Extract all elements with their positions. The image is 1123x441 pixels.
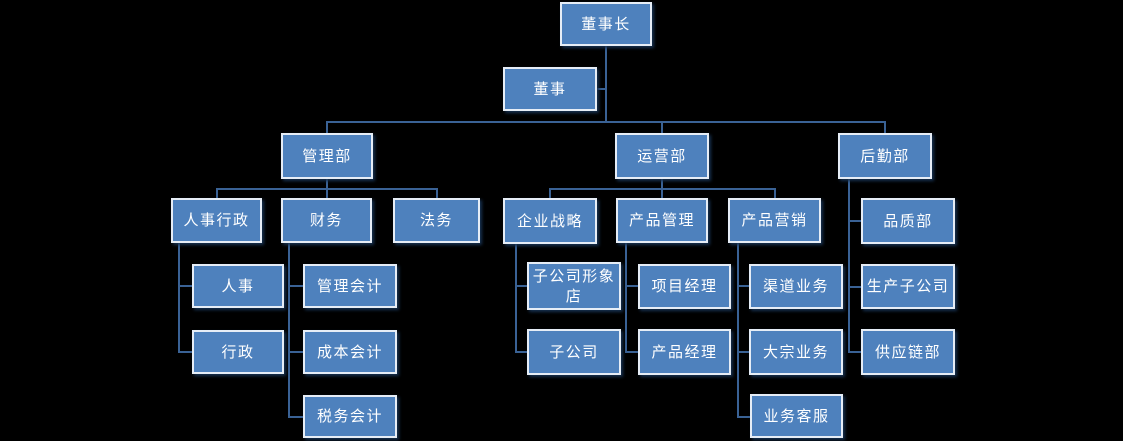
connector-stub-management [326, 121, 328, 133]
node-label: 项目经理 [651, 277, 718, 296]
node-subsidiary-flagship-store[interactable]: 子公司形象店 [527, 262, 621, 310]
connector-hr-admin-hang [178, 243, 180, 353]
node-operations-dept[interactable]: 运营部 [615, 133, 709, 179]
node-director[interactable]: 董事 [503, 67, 597, 111]
node-business-customer-service[interactable]: 业务客服 [750, 394, 843, 438]
node-finance[interactable]: 财务 [281, 198, 372, 243]
connector-stub-business-service [737, 416, 750, 418]
connector-management-down [326, 179, 328, 189]
node-product-management[interactable]: 产品管理 [616, 198, 708, 243]
node-label: 人事行政 [183, 211, 250, 230]
connector-stub-flagship-store [515, 285, 527, 287]
connector-stub-logistics [884, 121, 886, 133]
node-label: 运营部 [637, 146, 687, 165]
node-label: 董事长 [581, 14, 631, 33]
connector-stub-hr-admin [216, 188, 218, 198]
node-label: 董事 [533, 79, 567, 98]
connector-stub-quality [848, 220, 861, 222]
node-label: 行政 [221, 342, 255, 361]
node-subsidiary[interactable]: 子公司 [527, 329, 621, 375]
connector-stub-production-subsidiary [848, 286, 861, 288]
node-label: 供应链部 [874, 342, 941, 361]
node-label: 后勤部 [860, 146, 910, 165]
node-label: 生产子公司 [866, 277, 950, 296]
node-production-subsidiary[interactable]: 生产子公司 [861, 264, 955, 309]
node-label: 税务会计 [316, 407, 383, 426]
node-tax-accounting[interactable]: 税务会计 [303, 395, 397, 438]
node-label: 法务 [419, 211, 453, 230]
node-management-accounting[interactable]: 管理会计 [303, 264, 397, 308]
node-label: 渠道业务 [762, 277, 829, 296]
connector-stub-tax-accounting [288, 416, 303, 418]
node-hr[interactable]: 人事 [192, 264, 284, 308]
connector-stub-project-manager [625, 285, 638, 287]
connector-stub-subsidiary [515, 351, 527, 353]
node-chairman[interactable]: 董事长 [560, 2, 652, 46]
connector-stub-product-marketing [774, 188, 776, 198]
connector-stub-hr [178, 285, 192, 287]
node-quality-dept[interactable]: 品质部 [861, 198, 955, 244]
node-label: 产品经理 [651, 342, 718, 361]
node-bulk-business[interactable]: 大宗业务 [749, 329, 843, 375]
node-label: 子公司形象店 [532, 266, 616, 305]
node-product-manager[interactable]: 产品经理 [638, 329, 731, 375]
node-project-manager[interactable]: 项目经理 [638, 264, 731, 309]
node-label: 品质部 [883, 211, 933, 230]
connector-product-marketing-hang [737, 243, 739, 418]
connector-main-horizontal [326, 121, 886, 123]
node-label: 大宗业务 [762, 342, 829, 361]
connector-stub-finance [326, 188, 328, 198]
connector-chairman-down [605, 46, 607, 122]
connector-stub-operations [661, 121, 663, 133]
connector-stub-legal [436, 188, 438, 198]
node-admin[interactable]: 行政 [192, 330, 284, 374]
connector-stub-strategy [549, 188, 551, 198]
connector-stub-product-management [661, 188, 663, 198]
node-label: 人事 [221, 276, 255, 295]
connector-stub-cost-accounting [288, 351, 303, 353]
connector-stub-product-manager [625, 351, 638, 353]
node-supply-chain-dept[interactable]: 供应链部 [861, 329, 955, 375]
node-label: 企业战略 [516, 211, 583, 230]
node-hr-admin[interactable]: 人事行政 [171, 198, 262, 243]
node-product-marketing[interactable]: 产品营销 [728, 198, 821, 243]
connector-finance-hang [288, 243, 290, 418]
node-label: 业务客服 [763, 406, 830, 425]
connector-stub-management-accounting [288, 285, 303, 287]
connector-director-link [597, 88, 606, 90]
node-label: 子公司 [549, 342, 599, 361]
node-label: 产品营销 [741, 211, 808, 230]
connector-stub-bulk-business [737, 351, 749, 353]
node-cost-accounting[interactable]: 成本会计 [303, 330, 397, 374]
connector-product-management-hang [625, 243, 627, 353]
node-label: 成本会计 [316, 342, 383, 361]
connector-stub-admin [178, 351, 192, 353]
connector-logistics-hang [848, 179, 850, 353]
connector-stub-supply-chain [848, 351, 861, 353]
node-channel-business[interactable]: 渠道业务 [749, 264, 843, 309]
node-label: 产品管理 [628, 211, 695, 230]
connector-stub-channel-business [737, 285, 749, 287]
connector-strategy-hang [515, 244, 517, 352]
connector-operations-down [661, 179, 663, 189]
node-label: 财务 [309, 211, 343, 230]
node-corporate-strategy[interactable]: 企业战略 [503, 198, 597, 244]
node-legal[interactable]: 法务 [393, 198, 480, 243]
node-logistics-dept[interactable]: 后勤部 [838, 133, 932, 179]
node-management-dept[interactable]: 管理部 [281, 133, 373, 179]
node-label: 管理部 [302, 146, 352, 165]
node-label: 管理会计 [316, 276, 383, 295]
